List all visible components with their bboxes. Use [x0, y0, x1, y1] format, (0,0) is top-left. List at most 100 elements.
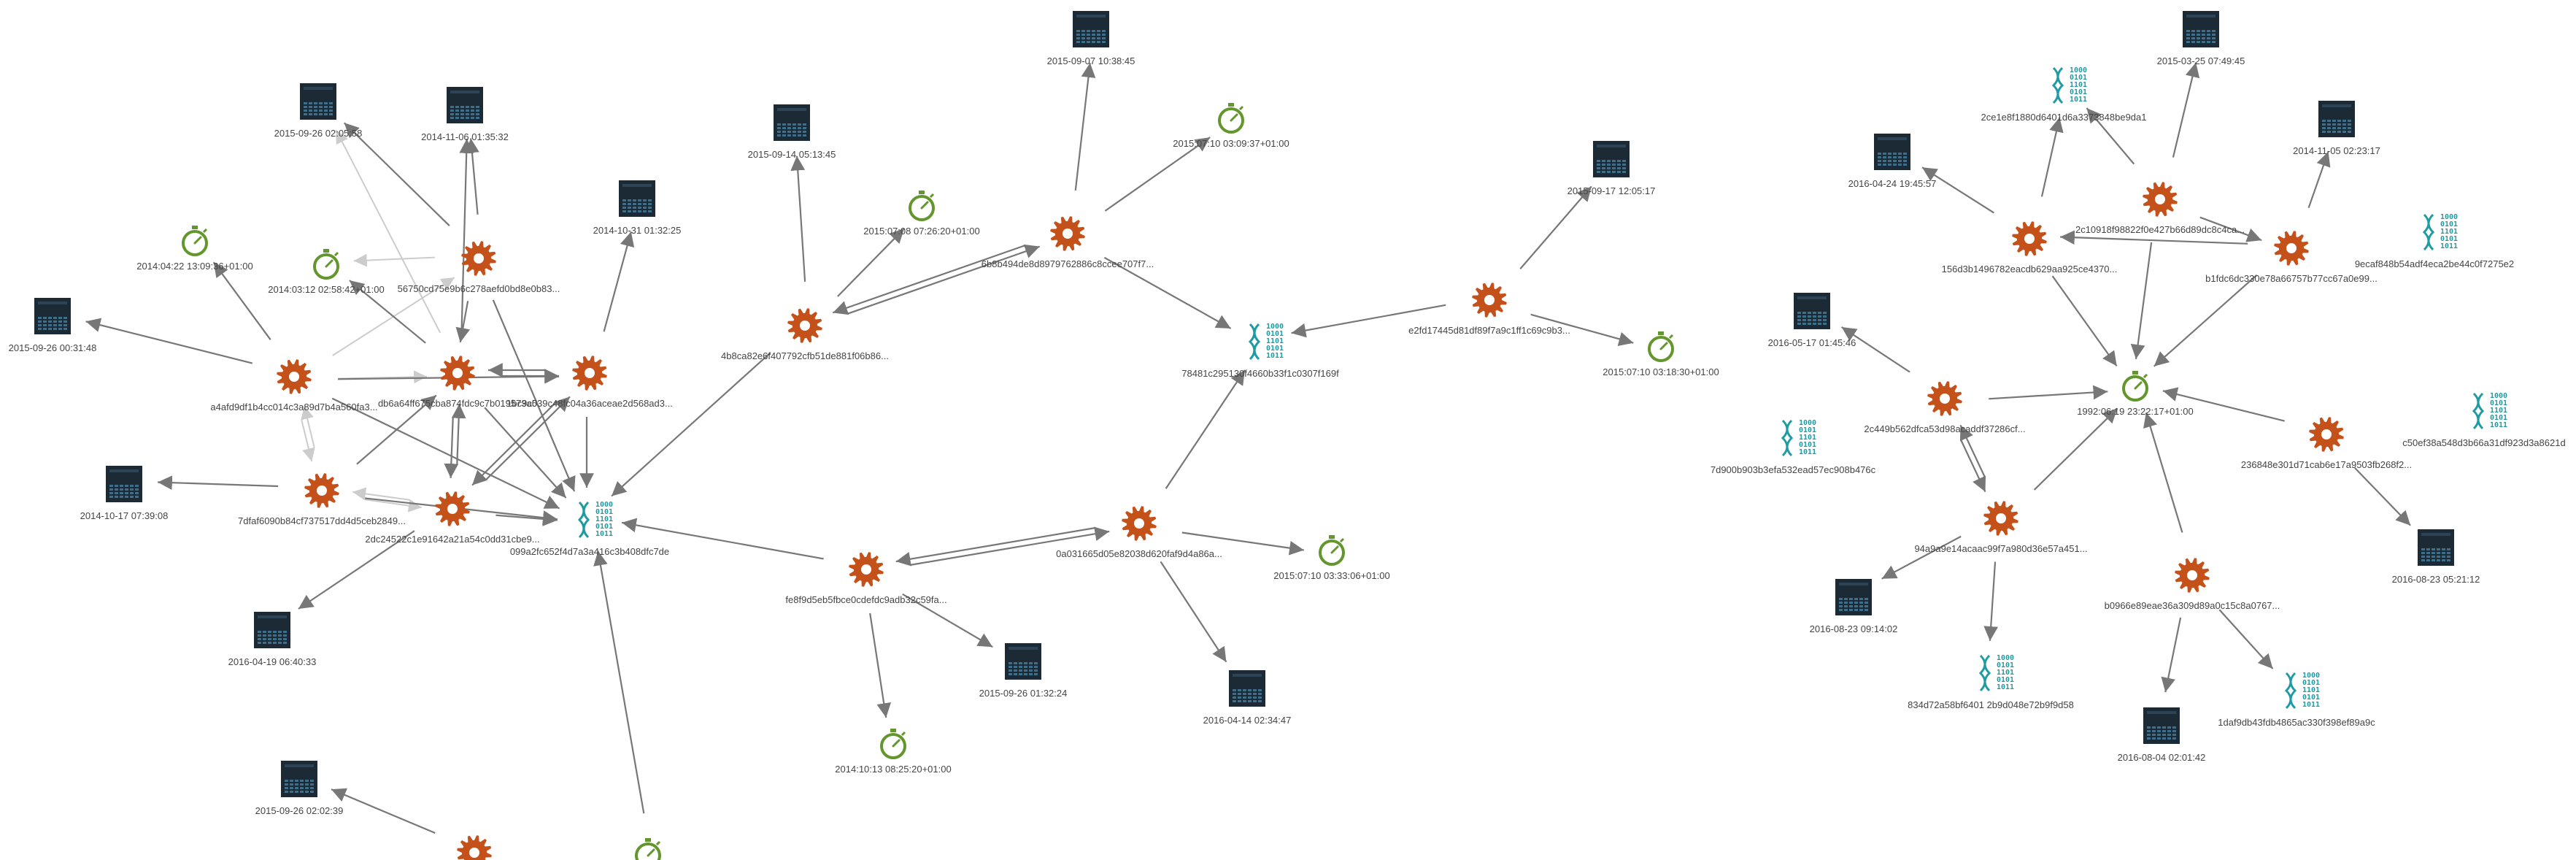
svg-text:1011: 1011 [1997, 683, 2014, 691]
edge-g11-t7 [1530, 313, 1634, 346]
timer-node[interactable]: 2014:04:22 13:09:36+01:00 [136, 226, 253, 272]
timer-node[interactable]: 2014:10:13 08:25:20+01:00 [835, 729, 952, 775]
screenshot-node[interactable]: 2014-11-06 01:35:32 [421, 87, 509, 142]
stopwatch-icon [182, 226, 208, 256]
gear-node[interactable]: 94a9a9e14acaac99f7a980d36e57a451... [1914, 501, 2088, 554]
screenshot-thumbnail-icon [1593, 141, 1630, 177]
svg-text:1101: 1101 [2070, 81, 2087, 89]
gear-label: a4afd9df1b4cc014c3a89d7b4a560fa3... [210, 402, 377, 412]
gear-icon [849, 552, 884, 587]
screenshot-node[interactable]: 2014-10-31 01:32:25 [593, 180, 682, 236]
edge-g6-b1 [495, 512, 558, 526]
screenshot-label: 2014-11-05 02:23:17 [2293, 145, 2380, 156]
screenshot-node[interactable]: 2014-10-17 07:39:08 [80, 466, 169, 521]
gear-node[interactable]: 7dfaf6090b84cf737517dd4d5ceb2849... [238, 473, 406, 526]
gear-node[interactable]: 4b8ca82e6f407792cfb51de881f06b86... [721, 308, 889, 361]
edge-g2-t1 [212, 261, 271, 340]
screenshot-node[interactable]: 2015-09-26 01:32:24 [979, 643, 1068, 699]
edge-g13-g14 [2199, 216, 2262, 242]
binary-node[interactable]: 10000101110101011011099a2fc652f4d7a3a416… [510, 501, 669, 557]
screenshot-label: 2015-03-25 07:49:45 [2157, 55, 2245, 66]
gear-node[interactable]: 1bc9c039c48fc04a36aceae2d568ad3... [506, 356, 673, 409]
edge-g9-t6 [869, 613, 892, 718]
gear-node[interactable]: 0a031665d05e82038d620faf9d4a86a... [1056, 506, 1222, 559]
screenshot-node[interactable]: 2016-08-04 02:01:42 [2118, 707, 2206, 763]
edge-g2-b1 [331, 397, 560, 510]
timer-node[interactable] [635, 838, 661, 860]
gear-node[interactable]: fe8f9d5eb5fbce0cdefdc9adb32c59fa... [785, 552, 947, 605]
gear-icon [572, 356, 607, 391]
svg-text:0101: 0101 [2070, 88, 2087, 96]
edge-g1-g3 [455, 301, 471, 343]
timer-node[interactable]: 2015:07:10 03:18:30+01:00 [1603, 331, 1719, 377]
screenshot-node[interactable]: 2015-09-26 02:02:39 [255, 761, 344, 816]
stopwatch-icon [1648, 331, 1674, 362]
gear-node[interactable] [457, 835, 492, 860]
screenshot-node[interactable]: 2016-04-19 06:40:33 [228, 612, 317, 667]
svg-text:1101: 1101 [595, 515, 613, 523]
svg-text:0101: 0101 [1997, 676, 2014, 684]
screenshot-thumbnail-icon [2183, 11, 2219, 47]
gear-node[interactable]: 2c449b562dfca53d98acaddf37286cf... [1864, 381, 2026, 434]
gear-label: 4b8ca82e6f407792cfb51de881f06b86... [721, 350, 889, 361]
stopwatch-icon [313, 249, 339, 280]
screenshot-label: 2016-08-23 05:21:12 [2392, 574, 2480, 585]
screenshot-node[interactable]: 2015-09-26 02:05:58 [274, 83, 363, 139]
gear-node[interactable]: 2dc24522c1e91642a21a54c0dd31cbe9... [365, 491, 540, 545]
gear-node[interactable]: 2c10918f98822f0e427b66d89dc8c4ca... [2075, 182, 2245, 235]
binary-node[interactable]: 1000010111010101101178481c295130f4660b33… [1181, 323, 1339, 379]
gear-node[interactable]: 236848e301d71cab6e17a9503fb268f2... [2241, 417, 2412, 470]
timer-node[interactable]: 2015:07:08 07:26:20+01:00 [863, 191, 980, 237]
binary-node[interactable]: 10000101110101011011c50ef38a548d3b66a31d… [2402, 392, 2565, 448]
screenshot-node[interactable]: 2015-09-07 10:38:45 [1047, 11, 1135, 66]
screenshot-node[interactable]: 2016-04-14 02:34:47 [1203, 670, 1292, 726]
svg-text:1000: 1000 [2490, 392, 2507, 400]
binary-node[interactable]: 100001011101010110112ce1e8f1880d6401d6a3… [1981, 66, 2146, 123]
edge-g15-s16 [1840, 326, 1910, 373]
gear-node[interactable]: b0966e89eae36a309d89a0c15c8a0767... [2105, 558, 2280, 611]
edge-g7-b1 [611, 352, 771, 497]
screenshot-node[interactable]: 2015-03-25 07:49:45 [2157, 11, 2245, 66]
screenshot-node[interactable]: 2016-08-23 09:14:02 [1810, 579, 1898, 634]
svg-text:0101: 0101 [1266, 330, 1284, 338]
screenshot-node[interactable]: 2016-05-17 01:45:46 [1768, 293, 1856, 348]
screenshot-node[interactable]: 2016-08-23 05:21:12 [2392, 529, 2480, 585]
timer-node[interactable]: 2015:07:10 03:09:37+01:00 [1173, 103, 1289, 149]
screenshot-node[interactable]: 2015-09-17 12:05:17 [1567, 141, 1656, 196]
timer-node[interactable]: 2015:07:10 03:33:06+01:00 [1273, 535, 1390, 581]
edge-g18-t8 [2143, 412, 2183, 533]
screenshot-thumbnail-icon [106, 466, 142, 502]
gear-node[interactable]: db6a64ff675cba874fdc9c7b019573a5 [378, 356, 537, 409]
gear-label: 236848e301d71cab6e17a9503fb268f2... [2241, 459, 2412, 470]
gear-label: e2fd17445d81df89f7a9c1ff1c69c9b3... [1408, 325, 1570, 336]
gear-node[interactable]: a4afd9df1b4cc014c3a89d7b4a560fa3... [210, 359, 378, 412]
binary-node[interactable]: 100001011101010110117d900b903b3efa532ead… [1711, 419, 1876, 475]
svg-text:0101: 0101 [1799, 441, 1816, 449]
screenshot-label: 2016-08-23 09:14:02 [1810, 623, 1898, 634]
gear-node[interactable]: b1fdc6dc330e78a66757b77cc67a0e99... [2205, 231, 2378, 284]
timer-node[interactable]: 2014:03:12 02:58:42+01:00 [268, 249, 385, 295]
svg-text:1000: 1000 [2070, 66, 2087, 74]
screenshot-node[interactable]: 2015-09-14 05:13:45 [748, 104, 836, 160]
timer-node[interactable]: 1992:06:19 23:22:17+01:00 [2077, 371, 2194, 417]
edge-g3-s2 [459, 139, 474, 330]
gear-node[interactable]: 56750cd75e9b6c278aefd0bd8e0b83... [398, 241, 560, 294]
binary-label: 9ecaf848b54adf4eca2be44c0f7275e2 [2355, 258, 2514, 269]
screenshot-node[interactable]: 2015-09-26 00:31:48 [9, 298, 97, 353]
gear-node[interactable]: 6b8b494de8d8979762886c8ccee707f7... [982, 216, 1154, 269]
nodes: 2015-09-26 02:05:58 2014-11-06 01:35:32 20… [9, 11, 2566, 860]
svg-text:1101: 1101 [1266, 337, 1284, 345]
faint-edge-g3-s1 [335, 129, 441, 334]
gear-node[interactable]: e2fd17445d81df89f7a9c1ff1c69c9b3... [1408, 283, 1570, 336]
screenshot-node[interactable]: 2016-04-24 19:45:57 [1848, 134, 1937, 189]
gear-icon [2012, 221, 2047, 256]
binary-label: 7d900b903b3efa532ead57ec908b476c [1711, 464, 1876, 475]
binary-node[interactable]: 100001011101010110111daf9db43fdb4865ac33… [2218, 672, 2375, 728]
gear-node[interactable]: 156d3b1496782eacdb629aa925ce4370... [1942, 221, 2118, 274]
screenshot-node[interactable]: 2014-11-05 02:23:17 [2293, 101, 2380, 156]
